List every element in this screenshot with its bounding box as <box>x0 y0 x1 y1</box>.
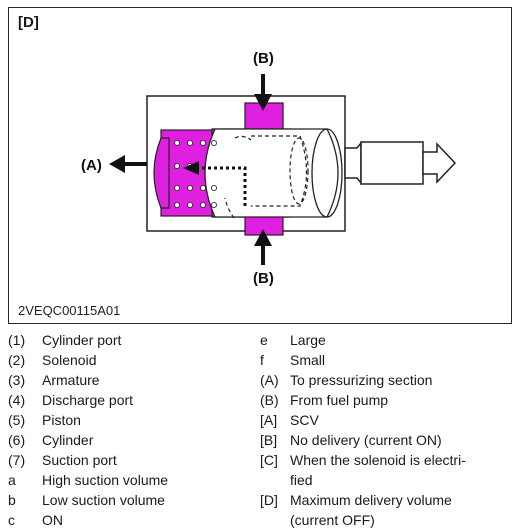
legend-text: Large <box>290 332 326 348</box>
legend-item: (4) Discharge port <box>8 390 258 410</box>
legend-item: (6) Cylinder <box>8 430 258 450</box>
flow-arrowhead <box>183 161 199 175</box>
flow-path <box>195 166 247 206</box>
legend-key: f <box>260 352 264 368</box>
legend-key: a <box>8 472 16 488</box>
legend-key: [B] <box>260 432 278 448</box>
left-cap <box>153 137 170 209</box>
legend-text: Piston <box>42 412 81 428</box>
legend-text: Maximum delivery volume (current OFF) <box>290 492 452 528</box>
legend-text: No delivery (current ON) <box>290 432 442 448</box>
piston-cylinder <box>204 128 343 219</box>
legend-key: (4) <box>8 392 26 408</box>
label-b-bottom: (B) <box>253 270 274 287</box>
legend-text: High suction volume <box>42 472 169 488</box>
legend-key: b <box>8 492 16 508</box>
legend-text: When the solenoid is electri- fied <box>290 452 466 488</box>
legend-key: [C] <box>260 452 278 468</box>
legend-key: (3) <box>8 372 26 388</box>
legend-key: (B) <box>260 392 279 408</box>
legend-text: SCV <box>290 412 319 428</box>
legend-item: b Low suction volume <box>8 490 258 510</box>
legend-item: [B] No delivery (current ON) <box>260 430 515 450</box>
legend-text: Cylinder port <box>42 332 122 348</box>
legend-key: (1) <box>8 332 26 348</box>
left-outlet-arrow <box>109 155 147 173</box>
scv-diagram: (B) (B) (A) <box>81 50 457 287</box>
legend-item: f Small <box>260 350 515 370</box>
legend-item: (7) Suction port <box>8 450 258 470</box>
legend-item: [C] When the solenoid is electri- fied <box>260 450 515 490</box>
legend-item: [A] SCV <box>260 410 515 430</box>
legend-item: (A) To pressurizing section <box>260 370 515 390</box>
legend-text: Solenoid <box>42 352 97 368</box>
legend-key: [D] <box>260 492 278 508</box>
legend-key: (6) <box>8 432 26 448</box>
figure-code: 2VEQC00115A01 <box>18 303 121 318</box>
legend-item: [D] Maximum delivery volume (current OFF) <box>260 490 515 530</box>
label-a-left: (A) <box>81 157 102 174</box>
legend-text: Small <box>290 352 326 368</box>
legend-left: (1) Cylinder port (2) Solenoid (3) Armature (4… <box>8 330 258 530</box>
legend-item: a High suction volume <box>8 470 258 490</box>
legend-item: e Large <box>260 330 515 350</box>
legend-key: [A] <box>260 412 278 428</box>
legend-key: (5) <box>8 412 26 428</box>
label-b-top: (B) <box>253 50 274 67</box>
top-inlet-arrow <box>254 74 272 111</box>
legend-text: Cylinder <box>42 432 94 448</box>
legend-text: To pressurizing section <box>290 372 433 388</box>
legend-text: Low suction volume <box>42 492 165 508</box>
legend-key: (A) <box>260 372 279 388</box>
figure-frame: [D] <box>8 7 512 324</box>
legend-item: (2) Solenoid <box>8 350 258 370</box>
panel-tag: [D] <box>18 14 39 31</box>
legend-text: From fuel pump <box>290 392 389 408</box>
outlet-pipe <box>344 140 457 186</box>
legend-right: e Large f Small (A) To pressurizing section (B… <box>260 330 515 530</box>
bottom-inlet-arrow <box>254 229 272 265</box>
legend-key: (2) <box>8 352 26 368</box>
legend-key: e <box>260 332 268 348</box>
legend-text: Armature <box>42 372 100 388</box>
legend-text: Discharge port <box>42 392 134 408</box>
legend-item: (1) Cylinder port <box>8 330 258 350</box>
legend-item: (B) From fuel pump <box>260 390 515 410</box>
legend-text: ON <box>42 512 63 528</box>
legend-key: c <box>8 512 15 528</box>
legend-item: c ON <box>8 510 258 530</box>
legend-item: (5) Piston <box>8 410 258 430</box>
legend-key: (7) <box>8 452 26 468</box>
legend-text: Suction port <box>42 452 117 468</box>
legend-item: (3) Armature <box>8 370 258 390</box>
